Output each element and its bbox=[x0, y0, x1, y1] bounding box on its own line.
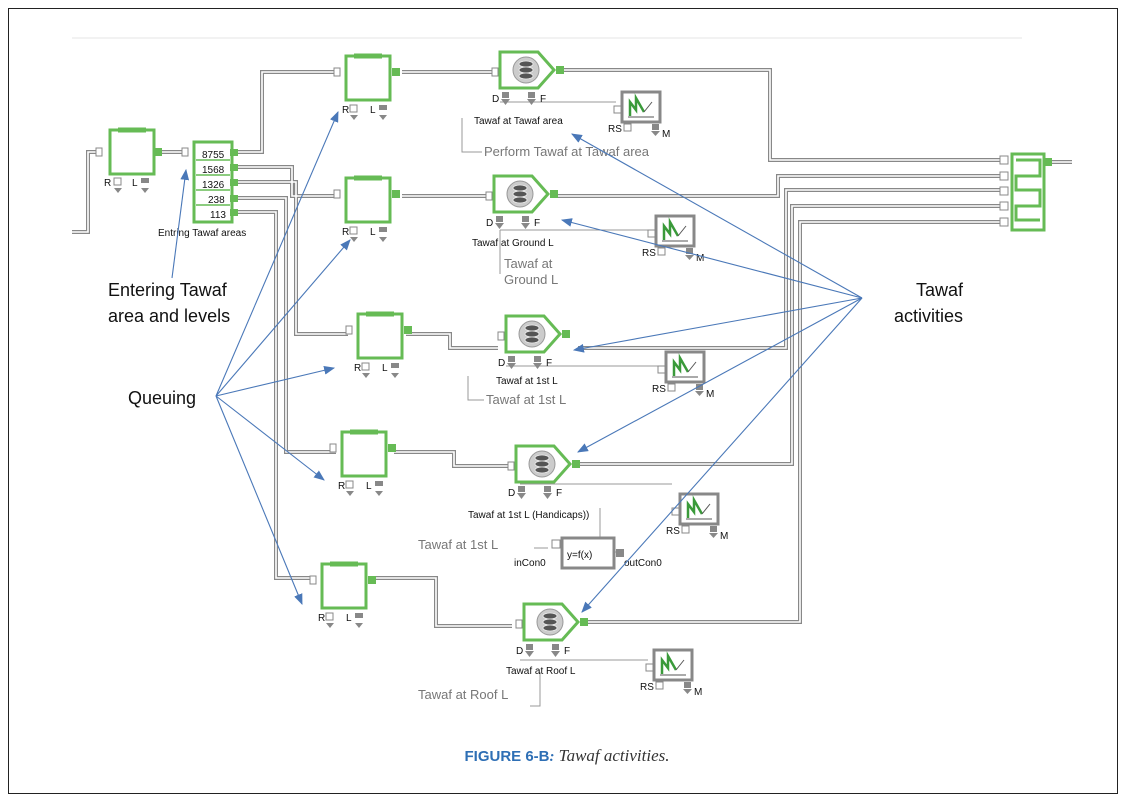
activity-name-1: Tawaf at Tawaf area bbox=[474, 116, 563, 127]
activity-caption-2a: Tawaf at bbox=[504, 256, 553, 271]
queue-l-label: L bbox=[366, 481, 372, 492]
queue-l-label: L bbox=[370, 105, 376, 116]
figure-caption: FIGURE 6-B: Tawaf activities. bbox=[0, 746, 1134, 766]
activity-caption-2b: Ground L bbox=[504, 272, 558, 287]
database-icon bbox=[512, 56, 540, 84]
chart-block-2[interactable]: RS M bbox=[642, 214, 704, 264]
queue-r-label: R bbox=[342, 105, 349, 116]
delay-d-label: D bbox=[492, 94, 499, 105]
delay-f-label: F bbox=[546, 358, 552, 369]
delay-d-label: D bbox=[486, 218, 493, 229]
chart-icon bbox=[662, 217, 688, 242]
activity-name-5: Tawaf at Roof L bbox=[506, 666, 576, 677]
delay-d-label: D bbox=[508, 488, 515, 499]
function-in-label: inCon0 bbox=[514, 558, 546, 569]
chart-m-label: M bbox=[720, 531, 728, 542]
activity-caption-3: Tawaf at 1st L bbox=[486, 392, 566, 407]
caption-label: FIGURE 6-B bbox=[464, 748, 550, 765]
chart-block-3[interactable]: RS M bbox=[652, 350, 714, 400]
chart-block-4[interactable]: RS M bbox=[666, 492, 728, 542]
delay-d-label: D bbox=[498, 358, 505, 369]
queue-r-label: R bbox=[338, 481, 345, 492]
selector-output-5: 113 bbox=[210, 210, 226, 221]
chart-rs-label: RS bbox=[608, 124, 622, 135]
figure-frame bbox=[8, 8, 1118, 794]
chart-rs-label: RS bbox=[642, 248, 656, 259]
source-r-label: R bbox=[104, 178, 111, 189]
annotation-queuing: Queuing bbox=[128, 388, 196, 408]
signal-links bbox=[461, 101, 672, 707]
activity-name-4: Tawaf at 1st L (Handicaps)) bbox=[468, 510, 589, 521]
activity-name-3: Tawaf at 1st L bbox=[496, 376, 558, 387]
connection-lines bbox=[72, 68, 1072, 628]
annotation-arrows bbox=[171, 110, 863, 613]
activity-caption-5: Tawaf at Roof L bbox=[418, 687, 508, 702]
selector-label: Entring Tawaf areas bbox=[158, 228, 246, 239]
source-block[interactable]: R L bbox=[95, 127, 162, 193]
function-block[interactable]: y=f(x) inCon0 outCon0 bbox=[514, 536, 662, 570]
caption-colon: : bbox=[549, 749, 555, 765]
selector-output-3: 1326 bbox=[202, 180, 225, 191]
database-icon bbox=[518, 320, 546, 348]
annotation-entering-2: area and levels bbox=[108, 306, 230, 326]
queue-r-label: R bbox=[342, 227, 349, 238]
sink-block[interactable] bbox=[999, 152, 1052, 232]
activity-name-2: Tawaf at Ground L bbox=[472, 238, 554, 249]
selector-output-4: 238 bbox=[208, 195, 225, 206]
annotation-activities-1: Tawaf bbox=[916, 280, 964, 300]
queue-l-label: L bbox=[382, 363, 388, 374]
function-formula: y=f(x) bbox=[567, 550, 592, 561]
chart-icon bbox=[660, 651, 686, 676]
chart-m-label: M bbox=[706, 389, 714, 400]
source-l-label: L bbox=[132, 178, 138, 189]
tawaf-model-diagram: R L 8755 1568 1326 238 113 Entring Tawaf… bbox=[72, 37, 1072, 707]
chart-icon bbox=[686, 495, 712, 520]
selector-output-1: 8755 bbox=[202, 150, 225, 161]
delay-d-label: D bbox=[516, 646, 523, 657]
chart-block-1[interactable]: RS M bbox=[608, 90, 670, 140]
chart-m-label: M bbox=[694, 687, 702, 698]
delay-f-label: F bbox=[534, 218, 540, 229]
chart-icon bbox=[672, 353, 698, 378]
database-icon bbox=[528, 450, 556, 478]
database-icon bbox=[536, 608, 564, 636]
queue-r-label: R bbox=[318, 613, 325, 624]
annotation-activities-2: activities bbox=[894, 306, 963, 326]
queue-l-label: L bbox=[370, 227, 376, 238]
activity-caption-1: Perform Tawaf at Tawaf area bbox=[484, 144, 650, 159]
annotation-entering-1: Entering Tawaf bbox=[108, 280, 228, 300]
queue-l-label: L bbox=[346, 613, 352, 624]
chart-block-5[interactable]: RS M bbox=[640, 648, 702, 698]
chart-icon bbox=[628, 93, 654, 118]
chart-rs-label: RS bbox=[640, 682, 654, 693]
delay-f-label: F bbox=[540, 94, 546, 105]
chart-rs-label: RS bbox=[666, 526, 680, 537]
chart-blocks: RS M RS M RS M RS M RS M bbox=[608, 90, 728, 698]
selector-block[interactable]: 8755 1568 1326 238 113 Entring Tawaf are… bbox=[158, 140, 246, 239]
function-out-label: outCon0 bbox=[624, 558, 662, 569]
chart-rs-label: RS bbox=[652, 384, 666, 395]
database-icon bbox=[506, 180, 534, 208]
queue-r-label: R bbox=[354, 363, 361, 374]
selector-output-2: 1568 bbox=[202, 165, 225, 176]
delay-f-label: F bbox=[564, 646, 570, 657]
chart-m-label: M bbox=[662, 129, 670, 140]
chart-m-label: M bbox=[696, 253, 704, 264]
delay-f-label: F bbox=[556, 488, 562, 499]
activity-caption-4: Tawaf at 1st L bbox=[418, 537, 498, 552]
caption-text: Tawaf activities. bbox=[558, 746, 670, 765]
